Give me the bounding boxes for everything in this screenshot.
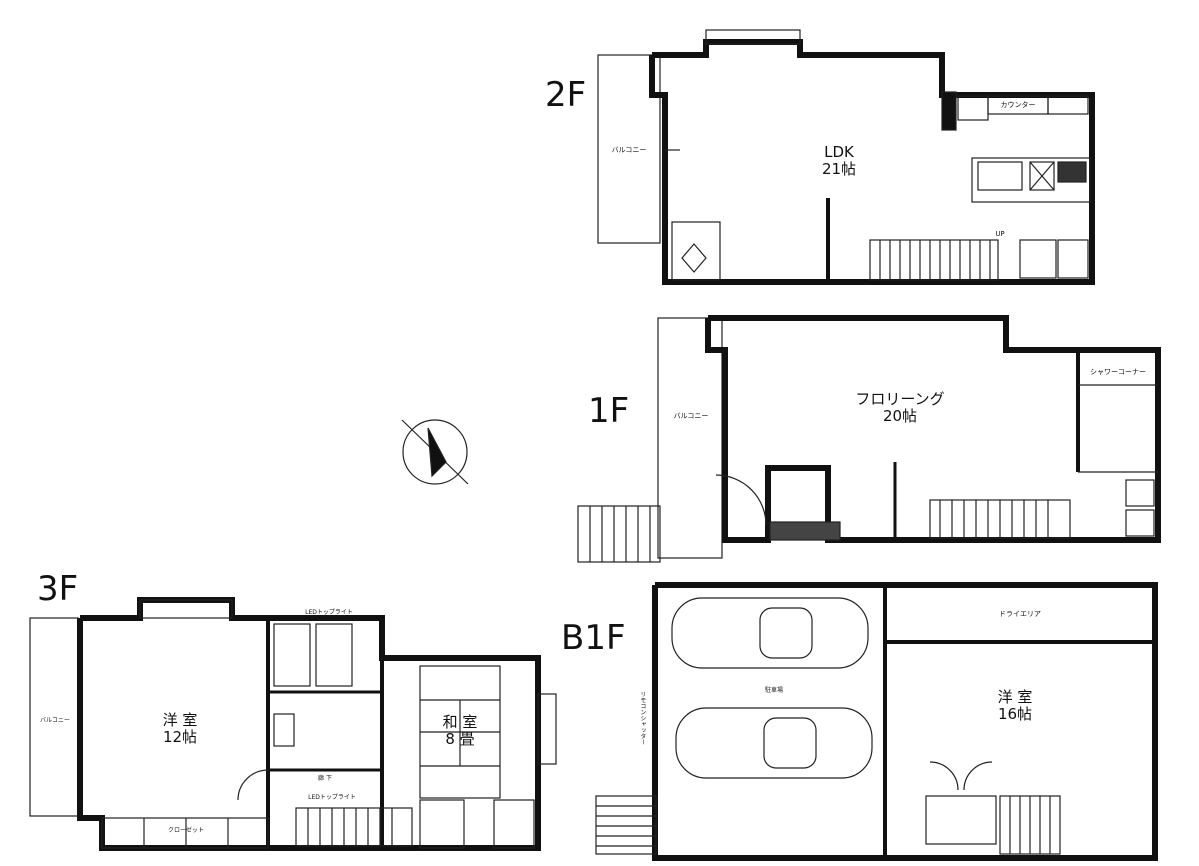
floor-label-b1f: B1F [561,618,626,658]
f3-closet-label: クローゼット [167,827,204,834]
f2-ldk-room: LDK 21帖 [804,143,874,179]
f3-hall-label: 廊 下 [318,775,332,782]
f2-stairs-up-label: UP [995,230,1005,238]
b1-western-room: 洋 室 16帖 [975,688,1055,724]
f3-japanese-room: 和 室 8 畳 [420,713,500,749]
f3-toplight-label-2: LEDトップライト [308,794,356,801]
b1-room-name: 洋 室 [997,688,1033,706]
floor-1f-plan [577,315,1161,563]
floor-label-1f: 1F [588,391,630,431]
f2-balcony-label: バルコニー [611,146,647,154]
floor-2f-plan [597,29,1095,285]
f1-room-size: 20帖 [882,407,918,426]
f3-toplight-label-1: LEDトップライト [305,609,353,616]
b1-room-size: 16帖 [997,705,1033,724]
f2-ldk-name: LDK [824,143,854,161]
north-arrow-icon [401,419,469,485]
f3-western-room: 洋 室 12帖 [140,711,220,747]
floor-3f-plan [29,597,557,851]
f1-shower-label: シャワーコーナー [1090,368,1146,376]
f1-balcony-label: バルコニー [673,412,709,420]
floor-b1f-plan [595,582,1158,861]
f1-main-room: フロリーング 20帖 [840,390,960,426]
b1-shutter-label: リモコンシャッター [638,691,646,745]
f3-balcony-label: バルコニー [40,717,70,724]
f1-room-name: フロリーング [855,390,945,408]
f2-counter-label: カウンター [1000,101,1036,109]
floor-label-3f: 3F [37,569,79,609]
floor-label-2f: 2F [545,75,587,115]
f3-jp-room-name: 和 室 [442,713,478,731]
f3-jp-room-size: 8 畳 [445,730,475,749]
b1-parking-label: 駐車場 [764,687,783,694]
f3-west-room-name: 洋 室 [162,711,198,729]
b1-dry-area-label: ドライエリア [999,610,1041,618]
f2-ldk-size: 21帖 [821,160,857,179]
f3-west-room-size: 12帖 [162,728,198,747]
f2-balcony [597,54,661,244]
